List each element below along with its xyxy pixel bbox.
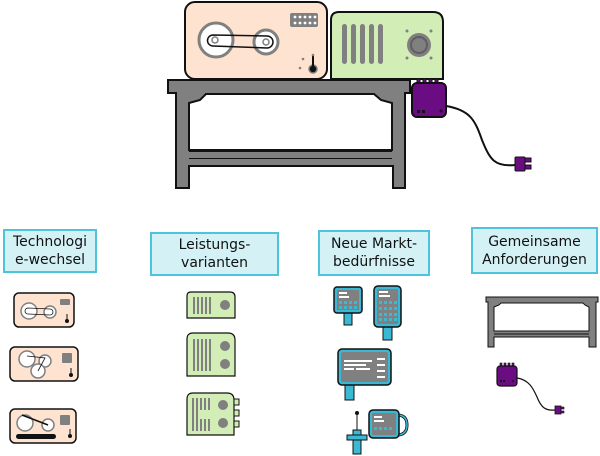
tape-unit-variant-belt-two-reels	[13, 292, 75, 328]
label-line-1: Technologi	[12, 234, 88, 250]
label-line-2: varianten	[181, 255, 248, 271]
tape-unit-variant-belt-three-reels	[9, 346, 79, 382]
label-line-2: bedürfnisse	[333, 254, 415, 270]
power-cable	[445, 105, 516, 167]
power-adapter	[411, 78, 532, 172]
power-variants	[186, 291, 240, 436]
thermometer-icon	[298, 53, 318, 74]
keypad-icon	[290, 13, 318, 27]
label-line-1: Neue Markt-	[330, 236, 418, 252]
technology-variants	[9, 292, 79, 444]
display-panel	[337, 348, 392, 401]
power-unit-variant-small	[186, 291, 236, 319]
plug-icon	[514, 156, 532, 172]
common-power-adapter	[496, 362, 565, 415]
category-label-technologiewechsel: Technologi e-wechsel	[3, 229, 97, 273]
label-line-1: Leistungs-	[178, 237, 251, 253]
common-table	[485, 296, 599, 348]
power-unit	[330, 11, 444, 80]
handheld-large	[373, 285, 402, 341]
tape-drive-unit	[184, 1, 328, 80]
category-label-neue-marktbeduerfnisse: Neue Markt- bedürfnisse	[318, 230, 430, 276]
main-assembly	[167, 1, 532, 189]
category-label-gemeinsame-anforderungen: Gemeinsame Anforderungen	[471, 227, 598, 274]
table	[167, 79, 411, 189]
market-need-variants	[333, 285, 409, 455]
common-requirements	[485, 296, 599, 415]
category-label-leistungsvarianten: Leistungs- varianten	[150, 232, 279, 276]
handheld-small	[333, 286, 363, 326]
label-line-2: e-wechsel	[14, 252, 86, 268]
probe-with-handheld	[346, 409, 409, 455]
power-unit-variant-large	[186, 392, 240, 436]
label-line-1: Gemeinsame	[488, 233, 581, 250]
label-line-2: Anforderungen	[482, 251, 587, 268]
tape-unit-variant-linear-drive	[9, 408, 77, 444]
power-unit-variant-medium	[186, 332, 236, 377]
